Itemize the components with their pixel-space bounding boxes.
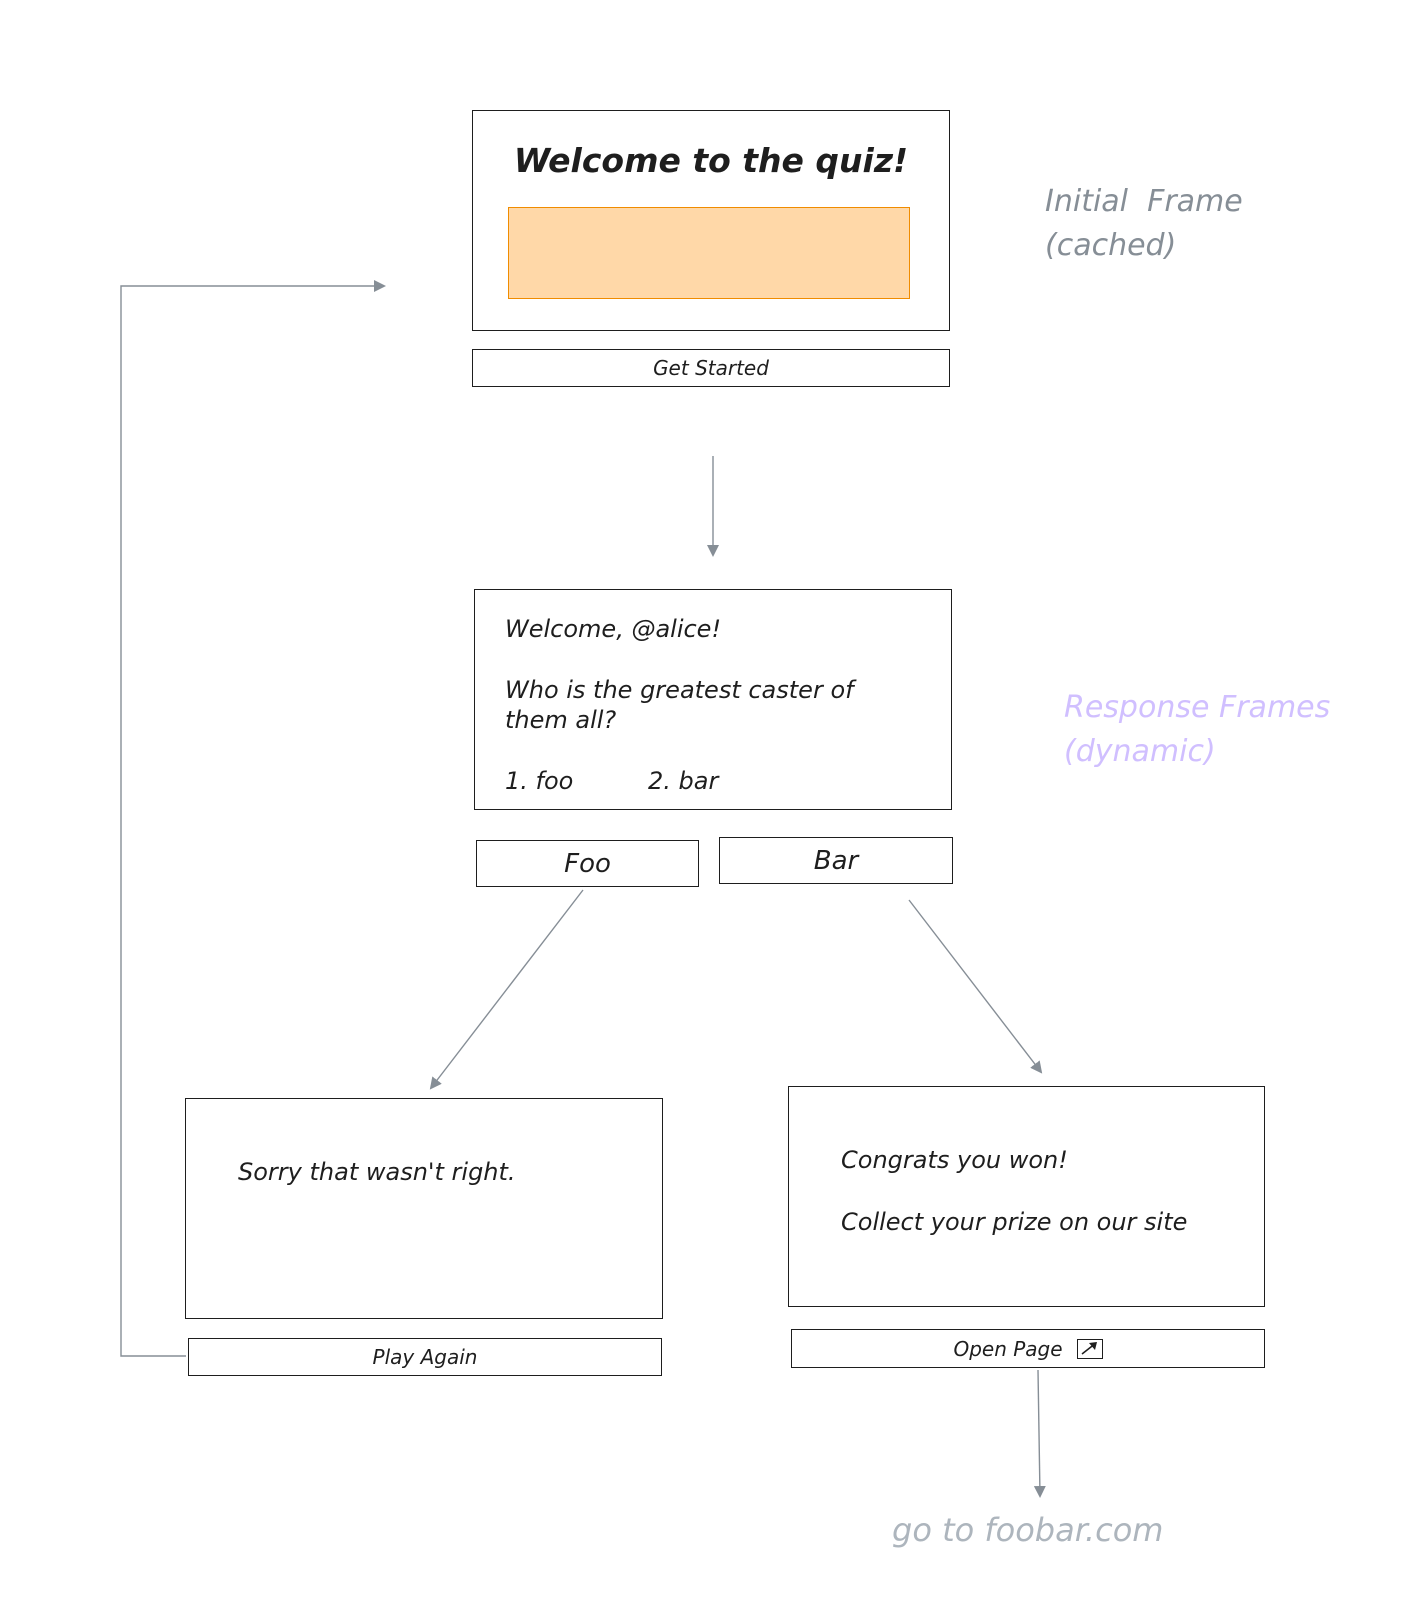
play-again-button[interactable]: Play Again	[188, 1338, 662, 1376]
initial-frame-note-line-1: Initial Frame	[1045, 184, 1243, 219]
win-frame: Congrats you won! Collect your prize on …	[788, 1086, 1265, 1307]
response-frames-note-line-2: (dynamic)	[1064, 734, 1216, 769]
foo-button-label: Foo	[564, 848, 611, 879]
initial-frame-title: Welcome to the quiz!	[513, 141, 909, 180]
question-frame: Welcome, @alice! Who is the greatest cas…	[474, 589, 952, 810]
arrow-play-again-to-initial	[120, 280, 386, 1357]
wrong-answer-frame: Sorry that wasn't right.	[185, 1098, 663, 1319]
initial-frame-note: Initial Frame (cached)	[1045, 180, 1243, 268]
get-started-button[interactable]: Get Started	[472, 349, 950, 387]
foo-button[interactable]: Foo	[476, 840, 699, 887]
bar-button-label: Bar	[813, 845, 859, 876]
response-frames-note: Response Frames (dynamic)	[1064, 686, 1330, 774]
open-page-button[interactable]: Open Page	[791, 1329, 1265, 1368]
destination-note: go to foobar.com	[892, 1511, 1164, 1549]
wrong-answer-message: Sorry that wasn't right.	[238, 1158, 516, 1186]
response-frames-note-line-1: Response Frames	[1064, 690, 1331, 725]
play-again-label: Play Again	[372, 1345, 478, 1369]
option-1-text: 1. foo	[505, 767, 574, 795]
open-page-label: Open Page	[953, 1336, 1063, 1361]
external-link-icon	[1076, 1338, 1103, 1359]
question-line-1: Who is the greatest caster of	[505, 676, 854, 704]
image-placeholder	[508, 207, 910, 299]
greeting-text: Welcome, @alice!	[505, 615, 722, 643]
arrow-foo-to-wrong	[429, 889, 584, 1090]
win-line-1: Congrats you won!	[841, 1146, 1068, 1174]
arrow-open-page-to-destination	[1033, 1369, 1046, 1498]
initial-frame-note-line-2: (cached)	[1045, 228, 1177, 263]
arrow-bar-to-win	[908, 899, 1043, 1074]
option-2-text: 2. bar	[648, 767, 719, 795]
question-line-2: them all?	[505, 706, 617, 734]
get-started-label: Get Started	[653, 356, 769, 380]
initial-frame: Welcome to the quiz!	[472, 110, 950, 331]
win-line-2: Collect your prize on our site	[841, 1208, 1188, 1236]
bar-button[interactable]: Bar	[719, 837, 953, 884]
